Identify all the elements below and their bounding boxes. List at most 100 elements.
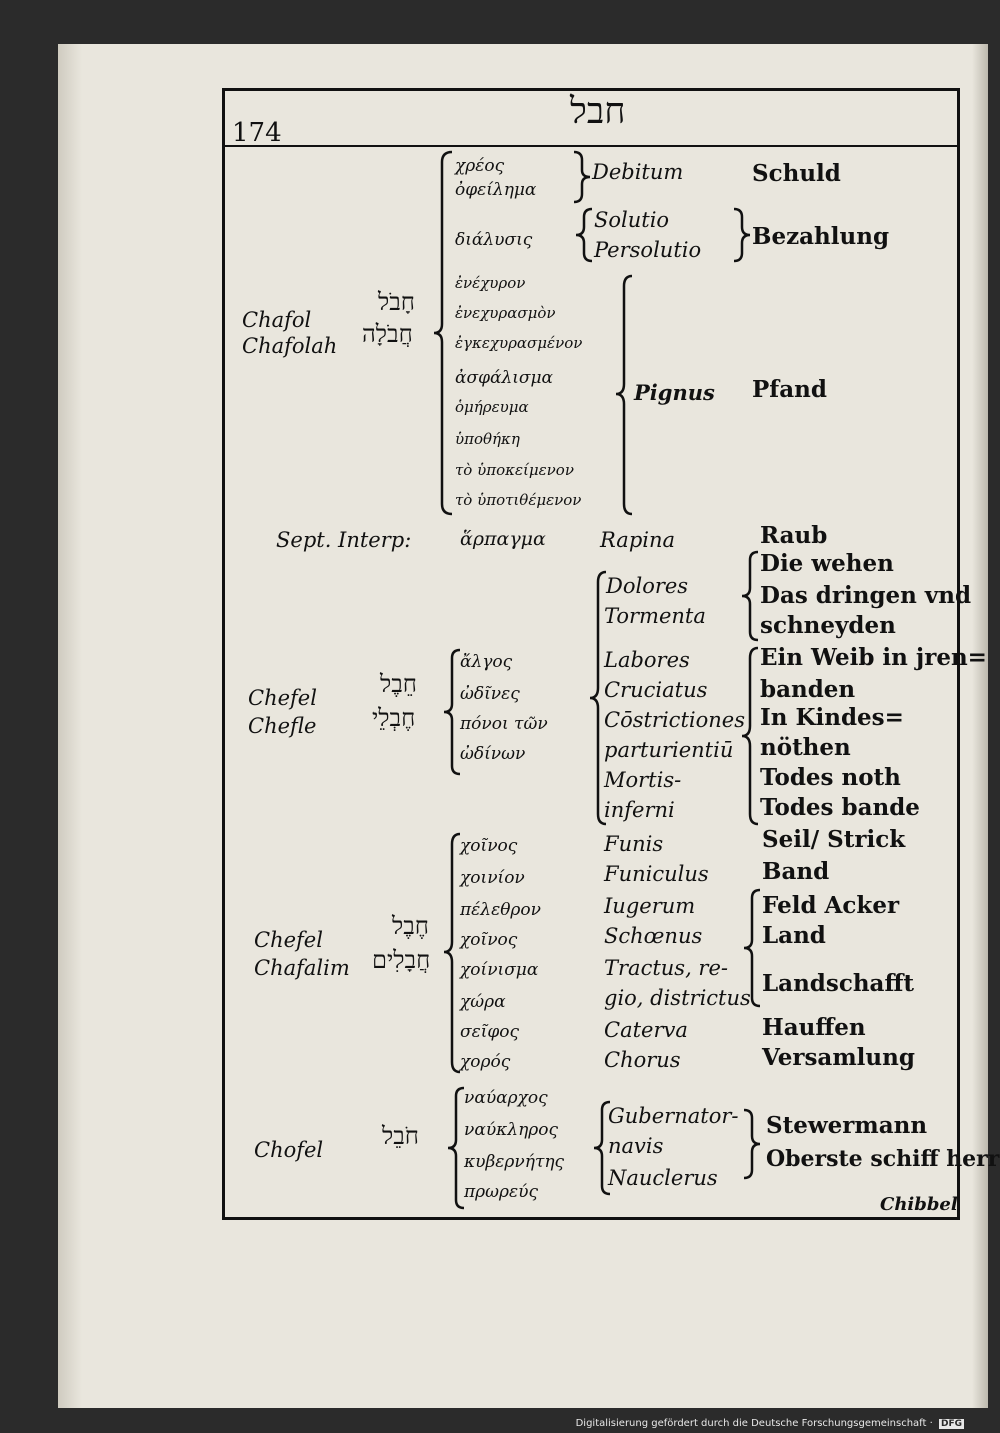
- greek-word: πέλεθρον: [460, 900, 541, 920]
- latin-word: gio, districtus: [604, 986, 751, 1010]
- land-brace: [743, 888, 761, 1008]
- latin-bracket-chofel: [593, 1100, 611, 1196]
- greek-word: ναύκληρος: [464, 1120, 559, 1140]
- greek-word: χοῖνος: [460, 836, 518, 856]
- translit-chafalim: Chafalim: [254, 956, 350, 980]
- stewermann-brace: [743, 1108, 761, 1180]
- latin-word: Funiculus: [604, 862, 709, 886]
- german-word: In Kindes=: [760, 704, 904, 731]
- hebrew-chafol: חָבֹל: [378, 288, 415, 316]
- latin-word: Nauclerus: [608, 1166, 718, 1190]
- latin-word: Solutio: [594, 208, 670, 232]
- german-word: Versamlung: [762, 1044, 915, 1071]
- translit-chafol: Chafol: [242, 308, 312, 332]
- latin-word: Cruciatus: [604, 678, 708, 702]
- german-word: Hauffen: [762, 1014, 866, 1041]
- bezahlung-brace: [733, 207, 751, 263]
- latin-word: navis: [608, 1134, 664, 1158]
- german-word: Oberste schiff herr: [766, 1146, 1000, 1172]
- greek-word: χώρα: [460, 992, 506, 1012]
- header-rule: [222, 145, 960, 147]
- greek-word: ἅρπαγμα: [460, 528, 546, 550]
- german-word: Stewermann: [766, 1112, 928, 1139]
- funding-notice: Digitalisierung gefördert durch die Deut…: [575, 1418, 964, 1429]
- german-word: Landschafft: [762, 970, 914, 997]
- greek-word: ναύαρχος: [464, 1088, 548, 1108]
- latin-bracket-chefel: [589, 570, 607, 826]
- greek-word: ἐγκεχυρασμένον: [455, 334, 583, 352]
- greek-bracket-chafol: [433, 150, 453, 516]
- latin-word: inferni: [604, 798, 675, 822]
- greek-word: χοινίον: [460, 868, 525, 888]
- greek-word: ὠδίνων: [460, 744, 526, 764]
- latin-word: Schœnus: [604, 924, 703, 948]
- german-word: Todes noth: [760, 764, 901, 791]
- greek-word: τὸ ὑποτιθέμενον: [455, 491, 582, 509]
- page-number: 174: [232, 118, 282, 148]
- latin-word: Chorus: [604, 1048, 681, 1072]
- latin-word: Labores: [604, 648, 690, 672]
- latin-word: Rapina: [600, 528, 676, 552]
- translit-chofel: Chofel: [254, 1138, 324, 1162]
- hebrew-chefel: חֵבֶל: [380, 670, 417, 698]
- translit-chefel-2: Chefel: [254, 928, 323, 952]
- greek-word: τὸ ὑποκείμενον: [455, 461, 574, 479]
- greek-word: διάλυσις: [455, 230, 533, 250]
- funding-text: Digitalisierung gefördert durch die Deut…: [575, 1418, 927, 1429]
- latin-word: Pignus: [634, 380, 715, 405]
- greek-word: κυβερνήτης: [464, 1152, 565, 1172]
- german-word: Band: [762, 858, 830, 885]
- latin-word: Iugerum: [604, 894, 696, 918]
- greek-word: ὑποθήκη: [455, 430, 520, 448]
- septuagint-label: Sept. Interp:: [276, 528, 412, 552]
- greek-word: σεῖφος: [460, 1022, 520, 1042]
- greek-word: ἀσφάλισμα: [455, 368, 554, 388]
- latin-word: Gubernator-: [608, 1104, 739, 1128]
- hebrew-chefle: חֶבְלֵי: [372, 704, 416, 732]
- pignus-brace: [615, 274, 633, 516]
- german-word: Das dringen vnd: [760, 582, 972, 609]
- solutio-brace: [575, 207, 593, 263]
- greek-bracket-chofel: [447, 1086, 465, 1210]
- greek-word: χρέος: [455, 156, 505, 176]
- german-word: Land: [762, 922, 826, 949]
- book-page: [58, 44, 988, 1408]
- catchword: Chibbel: [880, 1194, 958, 1215]
- greek-word: ἐνέχυρον: [455, 274, 526, 292]
- greek-word: πόνοι τῶν: [460, 714, 548, 734]
- translit-chefel: Chefel: [248, 686, 317, 710]
- greek-word: ὀφείλημα: [455, 180, 537, 200]
- wehen-brace: [741, 550, 759, 642]
- german-word: Todes bande: [760, 794, 920, 821]
- latin-word: Mortis-: [604, 768, 682, 792]
- german-word: Seil/ Strick: [762, 826, 906, 853]
- translit-chefle: Chefle: [248, 714, 317, 738]
- page-edge-shadow: [972, 44, 988, 1408]
- latin-word: Cōstrictiones: [604, 708, 745, 732]
- greek-word: ὠδῖνες: [460, 684, 520, 704]
- latin-word: Tormenta: [604, 604, 706, 628]
- latin-word: parturientiū: [604, 738, 734, 762]
- hebrew-chofel: חֹבֵל: [382, 1122, 419, 1150]
- footer-bar: [0, 1408, 1000, 1433]
- greek-bracket-chafalim: [443, 832, 461, 1074]
- greek-word: χορός: [460, 1052, 511, 1072]
- debitum-brace: [573, 150, 591, 204]
- weib-brace: [741, 646, 759, 826]
- hebrew-chafalim: חֲבָלִים: [372, 946, 431, 974]
- german-word: nöthen: [760, 734, 851, 761]
- dfg-logo: DFG: [938, 1419, 964, 1429]
- german-word: Bezahlung: [752, 223, 890, 250]
- greek-word: ὁμήρευμα: [455, 398, 529, 416]
- german-word: schneyden: [760, 612, 896, 639]
- latin-word: Tractus, re-: [604, 956, 728, 980]
- latin-word: Persolutio: [594, 238, 702, 262]
- german-word: Die wehen: [760, 550, 894, 577]
- latin-word: Caterva: [604, 1018, 688, 1042]
- latin-word: Dolores: [606, 574, 689, 598]
- greek-word: ἐνεχυρασμὸν: [455, 304, 556, 322]
- greek-bracket-chefel: [443, 648, 461, 776]
- translit-chafolah: Chafolah: [242, 334, 338, 358]
- latin-word: Funis: [604, 832, 664, 856]
- hebrew-chefel-2: חֶבֶל: [392, 912, 429, 940]
